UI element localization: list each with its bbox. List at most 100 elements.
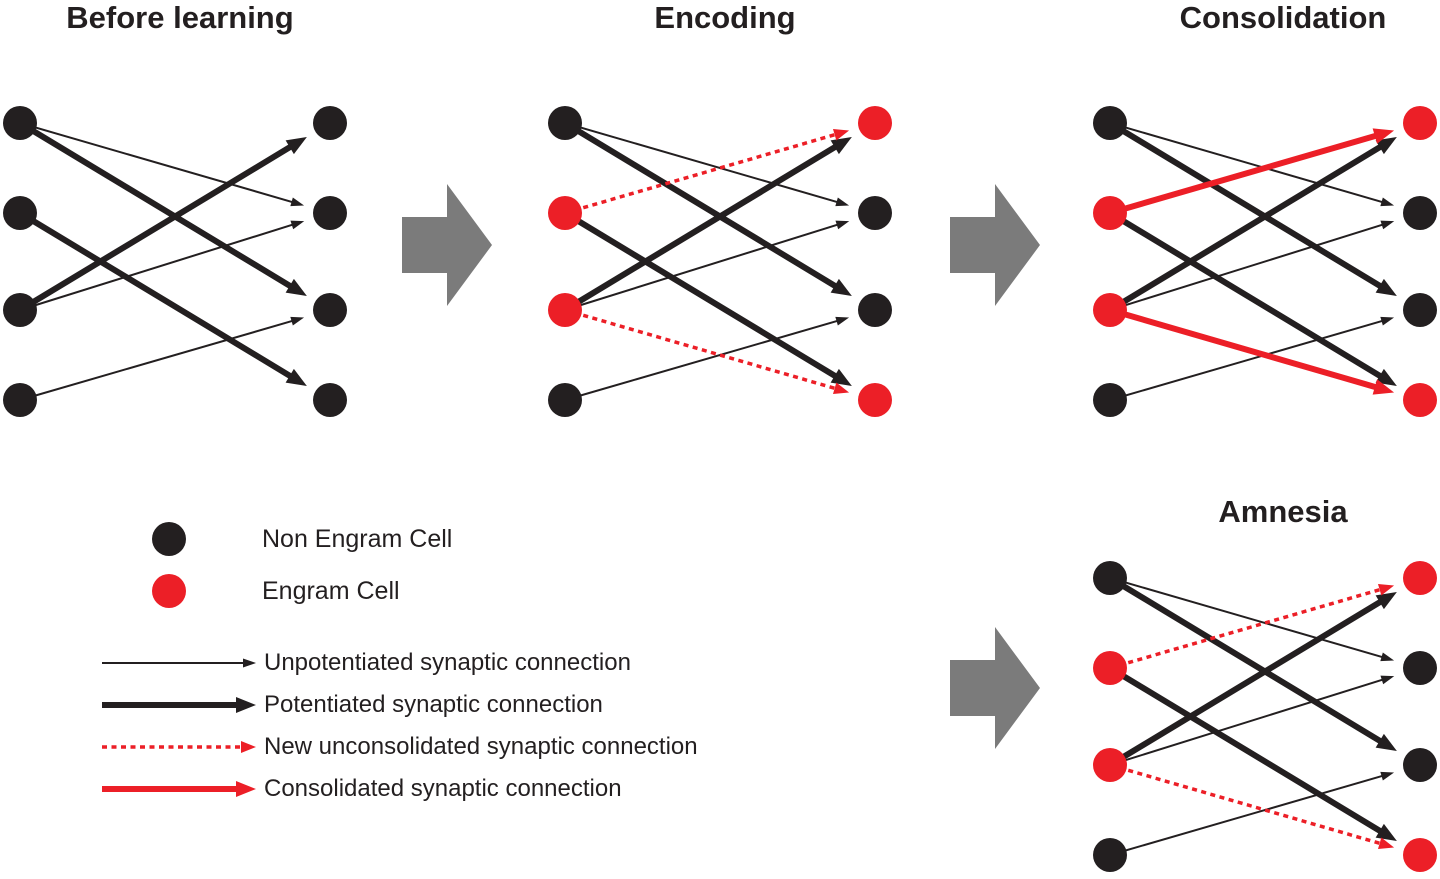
arrowhead-potentiated: [1375, 591, 1397, 610]
arrowhead-potentiated: [285, 278, 307, 297]
legend-cell-label: Non Engram Cell: [262, 524, 453, 553]
cell-swatch-circle: [152, 522, 186, 556]
non-engram-cell-node: [1403, 293, 1437, 327]
connection-potentiated: [1108, 143, 1384, 313]
non-engram-cell-node: [1403, 748, 1437, 782]
connection-unpotentiated: [1109, 319, 1384, 401]
connection-potentiated: [18, 120, 294, 290]
connection-unpotentiated: [1109, 774, 1384, 856]
panel-before-learning: [3, 106, 347, 417]
connection-unpotentiated: [1109, 223, 1385, 311]
arrowhead-potentiated: [1375, 136, 1397, 155]
connection-unpotentiated: [564, 223, 840, 311]
panel-title-amnesia: Amnesia: [1218, 494, 1348, 529]
engram-cell-node: [1403, 838, 1437, 872]
non-engram-cell-node: [1403, 196, 1437, 230]
legend-connection-label: Consolidated synaptic connection: [264, 775, 622, 802]
arrowhead-new_unconsolidated: [1377, 837, 1395, 850]
arrowhead-potentiated: [830, 136, 852, 155]
panel-amnesia: [1093, 561, 1437, 872]
connection-potentiated: [563, 143, 839, 313]
legend-cell-label: Engram Cell: [262, 576, 400, 605]
connection-consolidated: [1109, 307, 1378, 391]
arrowhead-potentiated: [1375, 278, 1397, 297]
connection-potentiated: [1108, 210, 1384, 380]
non-engram-cell-node: [1093, 383, 1127, 417]
flow-arrow-shape: [950, 184, 1040, 306]
engram-cell-node: [1093, 651, 1127, 685]
connection-consolidated: [1109, 132, 1378, 216]
arrowhead-potentiated: [1375, 368, 1397, 387]
arrowhead-unpotentiated: [1380, 316, 1395, 326]
non-engram-cell-node: [548, 383, 582, 417]
connection-unpotentiated: [19, 319, 294, 401]
non-engram-cell-node: [1403, 651, 1437, 685]
engram-cell-node: [1093, 196, 1127, 230]
flow-arrow: [950, 627, 1040, 749]
flow-arrow: [950, 184, 1040, 306]
engram-cell-node: [1093, 748, 1127, 782]
connection-potentiated: [1108, 598, 1384, 768]
arrowhead-potentiated: [1375, 823, 1397, 842]
legend-arrow-new_unconsolidated: [102, 741, 256, 753]
legend-cell-row: Non Engram Cell: [150, 513, 452, 565]
connection-unpotentiated: [19, 122, 294, 204]
arrowhead-potentiated: [285, 368, 307, 387]
arrowhead-unpotentiated: [1380, 220, 1395, 230]
non-engram-cell-node: [858, 196, 892, 230]
legend-connection-row: New unconsolidated synaptic connection: [100, 726, 698, 768]
legend-arrowhead: [236, 697, 256, 713]
engram-cell-node: [858, 106, 892, 140]
legend-connection-label: New unconsolidated synaptic connection: [264, 733, 698, 760]
flow-arrow-shape: [950, 627, 1040, 749]
non-engram-cell-node: [313, 383, 347, 417]
non-engram-cell-node: [313, 293, 347, 327]
arrowhead-consolidated: [1372, 379, 1395, 395]
arrowhead-unpotentiated: [290, 220, 305, 230]
arrowhead-potentiated: [830, 278, 852, 297]
engram-cell-node: [858, 383, 892, 417]
non-engram-cell-node: [3, 293, 37, 327]
connection-potentiated: [563, 120, 839, 290]
panel-title-encoding: Encoding: [654, 0, 796, 35]
non-engram-cell-node: [313, 106, 347, 140]
non-engram-cell-node: [1093, 561, 1127, 595]
flow-arrow-shape: [402, 184, 492, 306]
engram-cell-node: [1093, 293, 1127, 327]
legend-connection-label: Potentiated synaptic connection: [264, 691, 603, 718]
connection-unpotentiated: [1109, 678, 1385, 766]
connection-unpotentiated: [19, 223, 295, 311]
non-engram-cell-node: [1093, 106, 1127, 140]
panel-title-before-learning: Before learning: [66, 0, 294, 35]
engram-cell-node: [548, 196, 582, 230]
connection-unpotentiated: [564, 122, 839, 204]
non-engram-cell-node: [3, 106, 37, 140]
arrowhead-unpotentiated: [1380, 197, 1395, 207]
arrowhead-unpotentiated: [835, 197, 850, 207]
cell-swatch-circle: [152, 574, 186, 608]
arrowhead-potentiated: [830, 368, 852, 387]
arrowhead-consolidated: [1372, 128, 1395, 144]
arrowhead-potentiated: [1375, 733, 1397, 752]
non-engram-cell-swatch: [152, 522, 186, 556]
legend-arrow-consolidated: [102, 781, 256, 797]
connection-potentiated: [563, 210, 839, 380]
arrowhead-unpotentiated: [835, 316, 850, 326]
legend-connection-label: Unpotentiated synaptic connection: [264, 649, 631, 676]
non-engram-cell-node: [3, 196, 37, 230]
arrowhead-potentiated: [285, 136, 307, 155]
legend-connection-row: Potentiated synaptic connection: [100, 684, 698, 726]
engram-cell-node: [548, 293, 582, 327]
non-engram-cell-node: [3, 383, 37, 417]
connection-potentiated: [1108, 665, 1384, 835]
engram-cell-node: [1403, 561, 1437, 595]
arrowhead-new_unconsolidated: [832, 382, 850, 395]
non-engram-cell-node: [858, 293, 892, 327]
arrowhead-new_unconsolidated: [832, 128, 850, 141]
connection-unpotentiated: [1109, 122, 1384, 204]
connection-potentiated: [18, 143, 294, 313]
legend-arrow-unpotentiated: [102, 658, 256, 668]
panel-title-consolidation: Consolidation: [1179, 0, 1387, 35]
